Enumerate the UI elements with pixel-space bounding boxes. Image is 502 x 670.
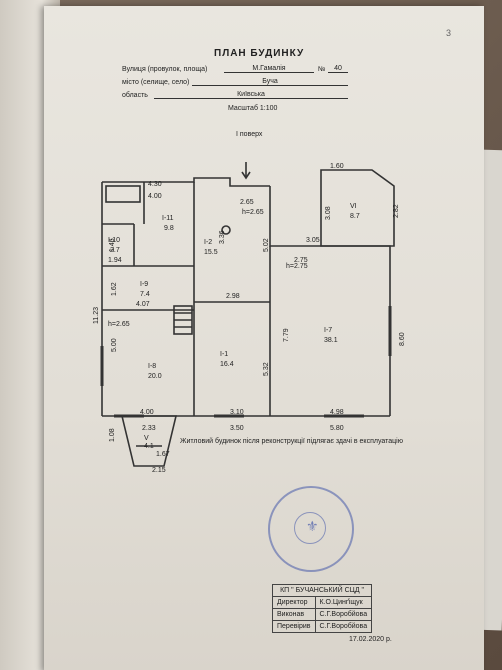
room-area: 16.4 (220, 361, 234, 368)
floor-plan-sheet: 3 ПЛАН БУДИНКУ Вулиця (провулок, площа) … (44, 6, 484, 670)
dim-label: 1.62 (111, 282, 118, 296)
room-area: 2.7 (110, 247, 120, 254)
signer-name: К.О.Цинґіщук (314, 596, 373, 609)
room-code: І-2 (204, 239, 212, 246)
dim-label: 4.00 (148, 193, 162, 200)
region-value: Київська (154, 91, 348, 99)
dim-label: 3.10 (230, 409, 244, 416)
signature-table: КП " БУЧАНСЬКИЙ СЦД " Директор К.О.Цинґі… (271, 584, 373, 633)
org-name: КП " БУЧАНСЬКИЙ СЦД " (271, 584, 373, 597)
floor-plan-drawing: 4.30 4.00 1.60 3.08 2.82 3.36 2.65 5.02 … (93, 162, 406, 474)
room-area: 7.4 (140, 291, 150, 298)
signer-name: С.Г.Воробйова (314, 608, 373, 621)
dim-label: 3.08 (325, 206, 332, 220)
dim-label: 2.15 (152, 467, 166, 474)
room-code: VI (350, 203, 357, 210)
role-label: Виконав (272, 608, 316, 621)
room-area: 4.1 (144, 443, 154, 450)
room-area: 9.8 (164, 225, 174, 232)
dim-label: 11.23 (93, 307, 100, 324)
dim-label: 1.67 (156, 451, 170, 458)
floor-title: І поверх (236, 131, 263, 138)
sign-date: 17.02.2020 р. (349, 636, 392, 643)
role-label: Перевірив (272, 620, 316, 633)
dim-label: 1.08 (109, 428, 116, 442)
ceiling-height-labels: h=2.65 h=2.75 h=2.65 (108, 209, 308, 328)
dim-label: 7.79 (283, 328, 290, 342)
room-code: І-11 (162, 215, 174, 222)
dim-label: 1.94 (108, 257, 122, 264)
room-area: 15.5 (204, 249, 218, 256)
number-label: № (318, 66, 326, 73)
dim-label: 4.30 (148, 181, 162, 188)
number-value: 40 (328, 65, 348, 73)
room-code: І-1 (220, 351, 228, 358)
ceiling-label: h=2.65 (242, 209, 264, 216)
reconstruction-note: Житловий будинок після реконструкції під… (180, 438, 403, 445)
room-code: І-9 (140, 281, 148, 288)
street-label: Вулиця (провулок, площа) (122, 66, 208, 73)
room-area: 38.1 (324, 337, 338, 344)
room-code: І-10 (108, 237, 120, 244)
trident-icon: ⚜ (306, 518, 319, 534)
scale: Масштаб 1:100 (228, 105, 278, 112)
page-title: ПЛАН БУДИНКУ (214, 48, 305, 59)
dim-label: 3.05 (306, 237, 320, 244)
street-value: М.Гамалія (224, 65, 314, 73)
dim-label: 2.82 (393, 204, 400, 218)
dim-label: 5.00 (111, 338, 118, 352)
dim-label: 8.60 (399, 332, 406, 346)
ceiling-label: h=2.75 (286, 263, 308, 270)
room-area: 8.7 (350, 213, 360, 220)
signer-name: С.Г.Воробйова (314, 620, 373, 633)
room-code: V (144, 435, 149, 442)
dim-label: 5.02 (263, 238, 270, 252)
city-value: Буча (192, 78, 348, 86)
dim-label: 2.98 (226, 293, 240, 300)
corner-note: 3 (446, 28, 452, 38)
room-area: 20.0 (148, 373, 162, 380)
role-label: Директор (272, 596, 316, 609)
dim-label: 1.60 (330, 163, 344, 170)
room-labels: І-11 9.8 І-10 2.7 І-2 15.5 VI 8.7 І-9 7.… (108, 203, 360, 450)
room-code: І-8 (148, 363, 156, 370)
dim-label: 5.80 (330, 425, 344, 432)
dim-label: 5.32 (263, 362, 270, 376)
dim-label: 2.65 (240, 199, 254, 206)
dim-label: 4.07 (136, 301, 150, 308)
dim-label: 1.46 (109, 238, 116, 252)
dimension-labels: 4.30 4.00 1.60 3.08 2.82 3.36 2.65 5.02 … (93, 163, 406, 474)
dim-label: 4.00 (140, 409, 154, 416)
dim-label: 2.33 (142, 425, 156, 432)
dim-label: 2.75 (294, 257, 308, 264)
dim-label: 4.98 (330, 409, 344, 416)
room-code: І-7 (324, 327, 332, 334)
dim-label: 3.36 (219, 230, 226, 244)
city-label: місто (селище, село) (122, 79, 190, 86)
dim-label: 3.50 (230, 425, 244, 432)
official-stamp: ⚜ (268, 486, 354, 572)
ceiling-label: h=2.65 (108, 321, 130, 328)
region-label: область (122, 92, 148, 99)
